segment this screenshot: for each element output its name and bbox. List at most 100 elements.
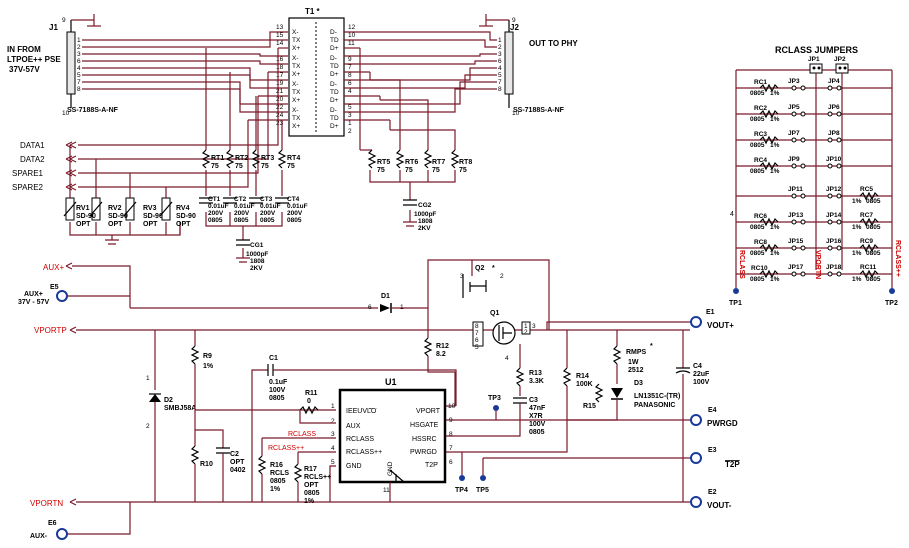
svg-text:23: 23 <box>276 120 284 127</box>
svg-text:0805: 0805 <box>750 250 765 257</box>
svg-text:4: 4 <box>498 65 502 72</box>
svg-text:R11: R11 <box>305 390 318 397</box>
svg-text:1%: 1% <box>852 276 862 283</box>
j2-ref: J2 <box>510 23 519 32</box>
svg-text:1%: 1% <box>770 142 780 149</box>
svg-text:1: 1 <box>331 403 335 410</box>
t1-right-labels: D- TD D+ D- TD D+ D- TD D+ D- TD D+ <box>330 29 339 130</box>
svg-text:8: 8 <box>348 72 352 79</box>
svg-text:5: 5 <box>498 72 502 79</box>
svg-text:0805: 0805 <box>260 217 275 224</box>
svg-text:TP1: TP1 <box>729 300 742 307</box>
cg2-capacitor: CG2 1000pF 1808 2KV <box>403 199 436 232</box>
svg-text:2KV: 2KV <box>418 225 431 232</box>
svg-text:JP6: JP6 <box>828 104 840 111</box>
svg-text:1: 1 <box>524 323 528 330</box>
svg-text:RC11: RC11 <box>860 264 877 271</box>
svg-text:D+: D+ <box>330 97 339 104</box>
svg-text:1000pF: 1000pF <box>246 251 268 258</box>
svg-text:JP3: JP3 <box>788 78 800 85</box>
tvs-symbols <box>63 197 173 221</box>
vout-plus-wire <box>546 321 690 330</box>
svg-text:RC10: RC10 <box>751 265 768 272</box>
svg-text:1%: 1% <box>852 250 862 257</box>
svg-text:3: 3 <box>331 431 335 438</box>
tp5-icon: TP5 <box>476 458 489 494</box>
svg-text:9: 9 <box>449 417 453 424</box>
svg-text:0805: 0805 <box>866 276 881 283</box>
svg-text:TX: TX <box>292 37 301 44</box>
t1-ref: T1 * <box>305 7 321 16</box>
svg-text:7: 7 <box>498 79 502 86</box>
svg-text:D-: D- <box>330 107 337 114</box>
svg-text:6: 6 <box>449 459 453 466</box>
rclasspp-vertical: RCLASS++ <box>894 240 901 277</box>
svg-text:E6: E6 <box>48 520 57 527</box>
svg-text:10: 10 <box>448 403 456 410</box>
svg-text:75: 75 <box>459 167 467 174</box>
svg-text:GND: GND <box>346 463 362 470</box>
svg-text:3: 3 <box>498 51 502 58</box>
svg-text:E5: E5 <box>50 284 59 291</box>
svg-text:1: 1 <box>348 120 352 127</box>
svg-text:18: 18 <box>276 64 284 71</box>
e1-terminal-icon: E1 VOUT+ <box>690 309 734 330</box>
svg-text:3: 3 <box>77 51 81 58</box>
svg-text:8: 8 <box>475 323 479 330</box>
svg-text:RCLS++: RCLS++ <box>304 474 331 481</box>
svg-text:JP14: JP14 <box>826 212 842 219</box>
svg-text:3.3K: 3.3K <box>529 378 544 385</box>
j1-ground-icon <box>71 14 101 27</box>
svg-text:200V: 200V <box>208 210 224 217</box>
c1-capacitor: C1 0.1uF 100V 0805 <box>251 355 457 502</box>
svg-text:RCLS: RCLS <box>270 470 289 477</box>
svg-text:5: 5 <box>331 459 335 466</box>
svg-text:5: 5 <box>475 344 479 351</box>
svg-text:VPORT: VPORT <box>416 408 441 415</box>
svg-text:8: 8 <box>498 86 502 93</box>
d3-led-icon: D3 LN1351C-(TR) PANASONIC <box>445 364 680 421</box>
svg-text:0805: 0805 <box>750 224 765 231</box>
svg-text:17: 17 <box>276 72 284 79</box>
svg-text:8.2: 8.2 <box>436 351 446 358</box>
svg-text:X+: X+ <box>292 71 300 78</box>
svg-text:D+: D+ <box>330 71 339 78</box>
svg-text:RMPS: RMPS <box>626 349 647 356</box>
svg-text:RT3: RT3 <box>261 155 274 162</box>
svg-text:22uF: 22uF <box>693 371 710 378</box>
tp4-icon: TP4 <box>455 452 468 494</box>
svg-text:1%: 1% <box>770 168 780 175</box>
svg-text:4: 4 <box>505 355 509 362</box>
svg-text:SD-90: SD-90 <box>143 213 163 220</box>
jumpers-four: 4 <box>730 211 734 218</box>
svg-text:RC9: RC9 <box>860 238 873 245</box>
svg-text:6: 6 <box>348 80 352 87</box>
svg-text:1%: 1% <box>852 224 862 231</box>
svg-text:TX: TX <box>292 89 301 96</box>
svg-text:JP7: JP7 <box>788 130 800 137</box>
svg-text:75: 75 <box>287 163 295 170</box>
r17-resistor: R17 RCLS++ OPT 0805 1% <box>293 463 331 505</box>
svg-text:SD-90: SD-90 <box>76 213 96 220</box>
svg-text:RC4: RC4 <box>754 157 767 164</box>
svg-text:E2: E2 <box>708 489 717 496</box>
svg-text:2: 2 <box>146 423 150 430</box>
spare1-label: SPARE1 <box>12 169 44 178</box>
svg-text:TX: TX <box>292 115 301 122</box>
svg-text:JP5: JP5 <box>788 104 800 111</box>
svg-text:X-: X- <box>292 107 299 114</box>
tp1-icon: TP1 <box>729 288 742 307</box>
vportn-vertical: VPORTN <box>814 250 821 279</box>
svg-text:R10: R10 <box>200 461 213 468</box>
t1-right-pins: 12 10 11 9 7 8 6 4 5 3 1 2 <box>348 24 356 135</box>
svg-text:TD: TD <box>330 115 339 122</box>
svg-text:RV3: RV3 <box>143 205 157 212</box>
svg-text:CT2: CT2 <box>234 196 247 203</box>
svg-text:CT4: CT4 <box>287 196 300 203</box>
j1-connector: IN FROM LTPOE++ PSE 37V-57V J1 9 10 SS-7… <box>7 17 119 117</box>
j1-to-t1-wires <box>82 31 288 121</box>
svg-text:6: 6 <box>77 58 81 65</box>
svg-text:RT4: RT4 <box>287 155 300 162</box>
svg-text:JP17: JP17 <box>788 264 804 271</box>
